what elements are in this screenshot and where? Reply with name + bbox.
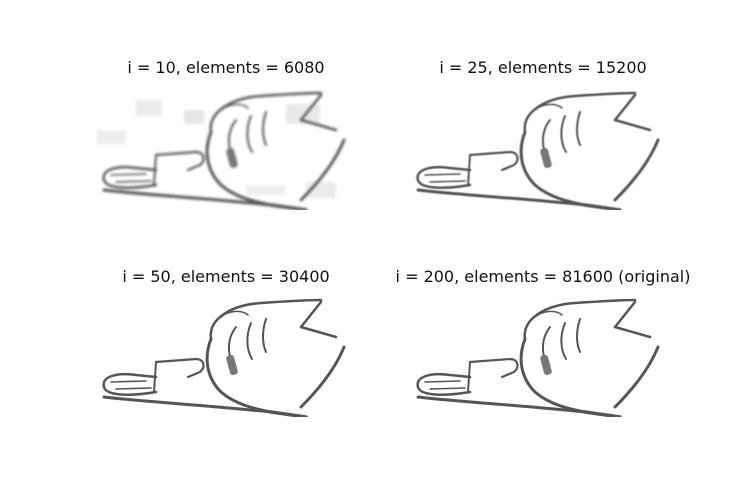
sketch-stroke <box>262 111 267 146</box>
sketch-stroke <box>115 180 152 183</box>
panel-title-4: i = 200, elements = 81600 (original) <box>395 267 691 286</box>
sketch-stroke <box>416 165 472 182</box>
sketch-stroke <box>519 130 587 207</box>
sketch-stroke <box>102 188 273 207</box>
compression-artifact <box>246 185 286 195</box>
sketch-stroke <box>468 150 519 172</box>
eye-mark <box>226 354 238 376</box>
sketch-3 <box>102 298 346 417</box>
sketch-stroke <box>299 138 346 202</box>
eye-mark <box>540 147 552 169</box>
sketch-stroke <box>519 337 587 414</box>
sketch-stroke <box>209 91 323 134</box>
eye-mark <box>226 147 238 169</box>
panel-image-1 <box>96 90 362 210</box>
sketch-stroke <box>613 300 637 329</box>
sketch-stroke <box>209 298 323 341</box>
sketch-stroke <box>583 410 622 417</box>
sketch-stroke <box>110 380 147 383</box>
sketch-1 <box>96 91 346 210</box>
sketch-stroke <box>613 325 652 339</box>
panel-image-4 <box>410 297 676 417</box>
panel-image-3 <box>96 297 362 417</box>
panel-title-1: i = 10, elements = 6080 <box>127 58 325 77</box>
sketch-4 <box>416 298 660 417</box>
compression-artifact <box>286 104 320 124</box>
sketch-stroke <box>613 345 660 409</box>
compression-artifact <box>96 130 126 144</box>
sketch-stroke <box>220 103 249 111</box>
sketch-stroke <box>299 325 338 339</box>
sketch-stroke <box>416 385 472 396</box>
sketch-stroke <box>416 372 472 389</box>
sketch-stroke <box>429 387 466 390</box>
sketch-stroke <box>534 310 563 318</box>
eye-mark <box>540 354 552 376</box>
sketch-stroke <box>424 380 461 383</box>
sketch-stroke <box>154 150 205 172</box>
panel-title-2: i = 25, elements = 15200 <box>439 58 647 77</box>
compression-artifact <box>136 100 162 116</box>
sketch-stroke <box>416 188 587 207</box>
sketch-stroke <box>154 357 205 379</box>
sketch-stroke <box>102 395 273 414</box>
sketch-stroke <box>246 322 253 360</box>
sketch-stroke <box>299 345 346 409</box>
sketch-stroke <box>205 130 273 207</box>
sketch-stroke <box>534 103 563 111</box>
panel-image-2 <box>410 90 676 210</box>
sketch-stroke <box>299 93 323 122</box>
sketch-stroke <box>102 372 158 389</box>
sketch-2 <box>416 91 660 210</box>
sketch-stroke <box>576 111 581 146</box>
sketch-stroke <box>299 300 323 329</box>
panel-title-3: i = 50, elements = 30400 <box>122 267 330 286</box>
sketch-stroke <box>220 310 249 318</box>
sketch-stroke <box>583 203 622 210</box>
sketch-stroke <box>205 337 273 414</box>
sketch-stroke <box>424 173 461 176</box>
sketch-stroke <box>523 91 637 134</box>
sketch-stroke <box>115 387 152 390</box>
sketch-stroke <box>416 178 472 189</box>
sketch-stroke <box>262 318 267 353</box>
sketch-stroke <box>429 180 466 183</box>
sketch-stroke <box>560 322 567 360</box>
sketch-stroke <box>102 385 158 396</box>
sketch-stroke <box>523 298 637 341</box>
sketch-stroke <box>576 318 581 353</box>
sketch-stroke <box>416 395 587 414</box>
sketch-stroke <box>102 165 158 182</box>
compression-artifact <box>184 110 204 124</box>
sketch-stroke <box>269 203 308 210</box>
sketch-stroke <box>560 115 567 153</box>
sketch-stroke <box>110 173 147 176</box>
sketch-stroke <box>613 93 637 122</box>
sketch-stroke <box>613 138 660 202</box>
sketch-stroke <box>246 115 253 153</box>
sketch-stroke <box>269 410 308 417</box>
sketch-stroke <box>468 357 519 379</box>
sketch-stroke <box>613 118 652 132</box>
sketch-stroke <box>299 118 338 132</box>
sketch-stroke <box>102 178 158 189</box>
